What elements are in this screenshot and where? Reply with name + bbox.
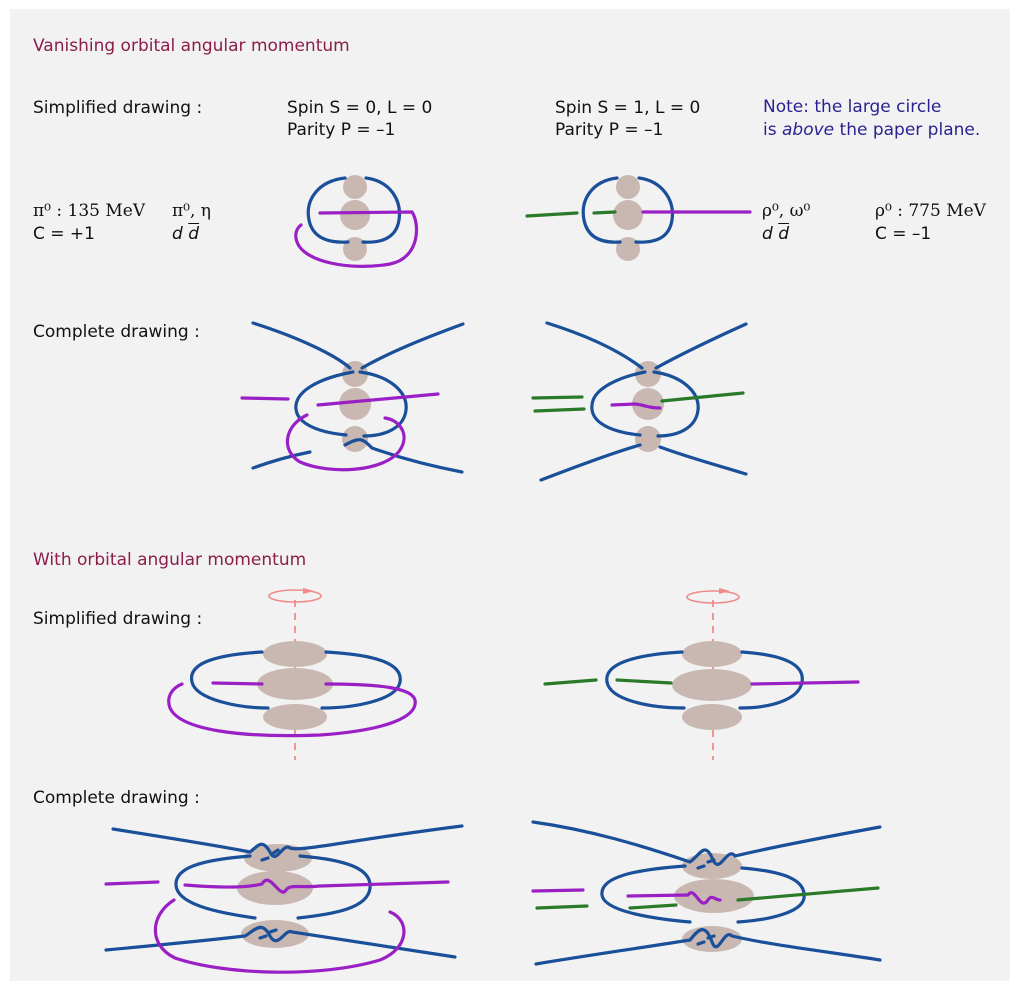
green-strand <box>738 888 878 900</box>
purple-strand <box>533 890 583 891</box>
green-strand <box>535 409 584 411</box>
blue-strand <box>660 447 746 474</box>
blob <box>682 641 742 667</box>
blob <box>635 426 661 452</box>
purple-strand <box>106 882 158 884</box>
green-strand <box>594 212 615 213</box>
rho-orbital-simplified-drawing <box>545 588 858 760</box>
green-strand <box>630 905 676 908</box>
blob <box>616 175 640 199</box>
pion-simplified-drawing <box>296 175 417 266</box>
purple-strand <box>752 682 858 684</box>
green-strand <box>527 213 577 216</box>
blue-strand <box>192 652 268 708</box>
pion-complete-drawing <box>242 323 463 472</box>
green-strand <box>662 393 743 401</box>
blob <box>257 668 333 700</box>
blob <box>340 200 370 230</box>
green-strand <box>533 397 582 398</box>
blob <box>263 641 327 667</box>
rotation-arrowhead-icon <box>303 588 314 594</box>
pion-orbital-simplified-drawing <box>169 588 415 760</box>
blue-strand <box>656 324 746 368</box>
blob <box>682 704 742 730</box>
purple-strand <box>185 880 448 892</box>
rho-simplified-drawing <box>527 175 750 261</box>
purple-strand <box>242 398 288 399</box>
blue-strand <box>322 652 400 708</box>
rho-orbital-complete-drawing <box>533 822 880 964</box>
purple-strand <box>318 394 438 405</box>
rho-complete-drawing <box>533 323 746 480</box>
blue-strand <box>362 324 463 368</box>
blob <box>672 669 752 701</box>
blob <box>263 704 327 730</box>
blue-strand <box>253 452 310 468</box>
blue-strand <box>541 445 640 480</box>
rotation-arrowhead-icon <box>719 588 730 594</box>
green-strand <box>617 680 671 683</box>
blue-strand <box>547 323 642 368</box>
pion-orbital-complete-drawing <box>106 826 462 972</box>
blob <box>613 200 643 230</box>
blob <box>343 175 367 199</box>
blue-strand <box>253 323 350 368</box>
green-strand <box>545 680 596 684</box>
green-strand <box>537 906 587 908</box>
